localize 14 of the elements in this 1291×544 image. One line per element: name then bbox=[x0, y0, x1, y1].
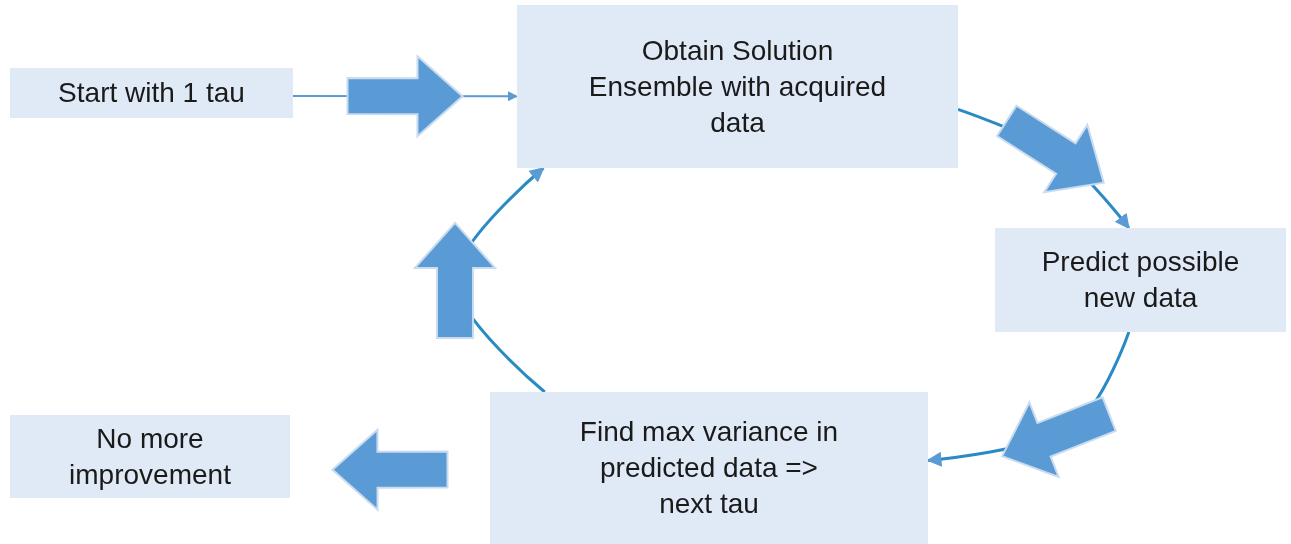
arrow bbox=[331, 427, 449, 512]
box-label: No more improvement bbox=[68, 421, 232, 492]
box-label: Find max variance in predicted data => next tau bbox=[578, 415, 840, 521]
process-box bbox=[10, 415, 290, 498]
process-box bbox=[517, 5, 958, 168]
process-box bbox=[490, 392, 928, 544]
process-box bbox=[10, 68, 293, 118]
arrow bbox=[292, 53, 518, 139]
arrow bbox=[412, 166, 546, 394]
box-label: Obtain Solution Ensemble with acquired data bbox=[587, 33, 888, 140]
arrow bbox=[957, 104, 1131, 230]
process-box bbox=[995, 228, 1286, 332]
box-label: Start with 1 tau bbox=[58, 76, 245, 110]
box-label: Predict possible new data bbox=[1040, 245, 1241, 315]
